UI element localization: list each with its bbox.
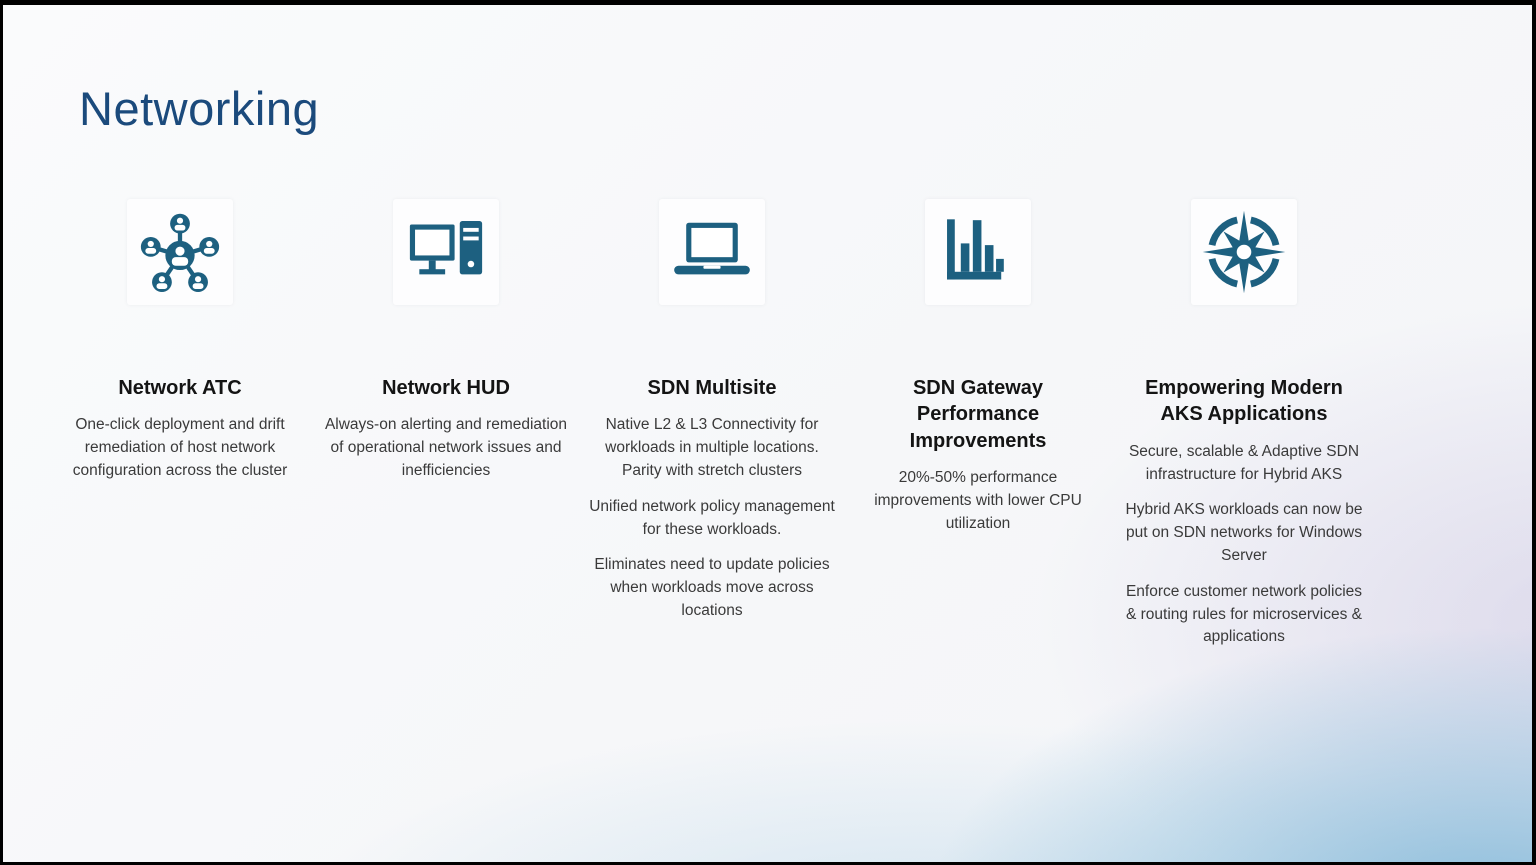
column-paragraph: Eliminates need to update policies when …	[594, 556, 830, 619]
icon-tile	[393, 199, 499, 306]
column-paragraph: Secure, scalable & Adaptive SDN infrastr…	[1128, 442, 1360, 483]
column-network-hud: Network HUD Always-on alerting and remed…	[320, 199, 572, 649]
column-paragraph: Enforce customer network policies & rout…	[1125, 582, 1363, 646]
laptop-icon	[674, 222, 750, 275]
column-aks-applications: Empowering Modern AKS Applications Secur…	[1118, 199, 1370, 649]
page-title: Networking	[79, 82, 320, 135]
column-title: Empowering Modern AKS Applications	[1145, 377, 1343, 426]
column-sdn-gateway: SDN Gateway Performance Improvements 20%…	[852, 199, 1104, 649]
icon-tile	[659, 199, 765, 306]
column-paragraph: Native L2 & L3 Connectivity for workload…	[605, 416, 819, 480]
feature-columns: Network ATC One-click deployment and dri…	[3, 199, 1532, 649]
icon-tile	[1191, 199, 1297, 306]
column-sdn-multisite: SDN Multisite Native L2 & L3 Connectivit…	[586, 199, 838, 649]
column-title: Network ATC	[118, 377, 242, 400]
column-paragraph: Hybrid AKS workloads can now be put on S…	[1125, 501, 1363, 564]
column-title: SDN Gateway Performance Improvements	[909, 377, 1047, 452]
icon-tile	[925, 199, 1031, 306]
compass-icon	[1202, 210, 1286, 294]
column-title: Network HUD	[382, 377, 510, 400]
desktop-computer-icon	[409, 221, 483, 275]
icon-tile	[127, 199, 233, 306]
bar-chart-icon	[947, 219, 1004, 280]
column-paragraph: Unified network policy management for th…	[589, 497, 835, 538]
column-paragraph: 20%-50% performance improvements with lo…	[874, 469, 1082, 532]
people-network-icon	[140, 213, 220, 293]
column-paragraph: One-click deployment and drift remediati…	[72, 416, 288, 480]
column-paragraph: Always-on alerting and remediation of op…	[324, 416, 568, 480]
slide: Networking	[3, 5, 1532, 862]
column-title: SDN Multisite	[647, 377, 777, 400]
column-network-atc: Network ATC One-click deployment and dri…	[54, 199, 306, 649]
